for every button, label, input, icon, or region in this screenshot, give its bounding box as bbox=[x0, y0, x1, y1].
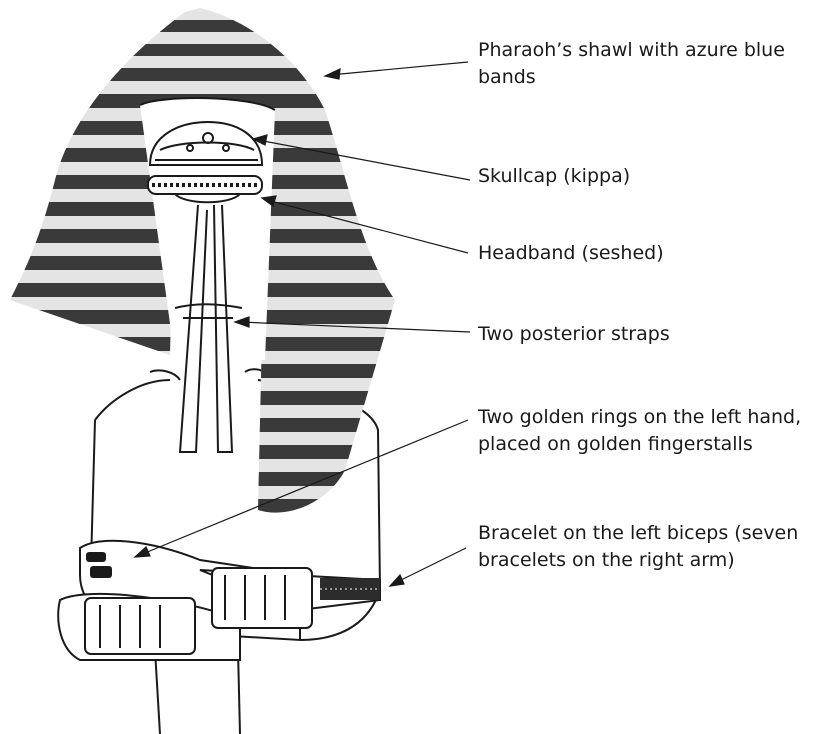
biceps-bracelet bbox=[320, 578, 380, 600]
label-golden-rings-line1: Two golden rings on the left hand, bbox=[478, 404, 801, 431]
label-skullcap: Skullcap (kippa) bbox=[478, 163, 630, 190]
label-golden-rings-line2: placed on golden fingerstalls bbox=[478, 431, 801, 458]
label-pharaoh-shawl-line2: bands bbox=[478, 64, 785, 91]
label-pharaoh-shawl-line1: Pharaoh’s shawl with azure blue bbox=[478, 37, 785, 64]
label-bracelet-line1: Bracelet on the left biceps (seven bbox=[478, 520, 798, 547]
label-bracelet: Bracelet on the left biceps (seven brace… bbox=[478, 520, 798, 574]
nemes-headdress bbox=[0, 0, 420, 560]
label-headband: Headband (seshed) bbox=[478, 240, 664, 267]
label-posterior-straps: Two posterior straps bbox=[478, 321, 670, 348]
label-pharaoh-shawl: Pharaoh’s shawl with azure blue bands bbox=[478, 37, 785, 91]
label-golden-rings: Two golden rings on the left hand, place… bbox=[478, 404, 801, 458]
label-bracelet-line2: bracelets on the right arm) bbox=[478, 547, 798, 574]
